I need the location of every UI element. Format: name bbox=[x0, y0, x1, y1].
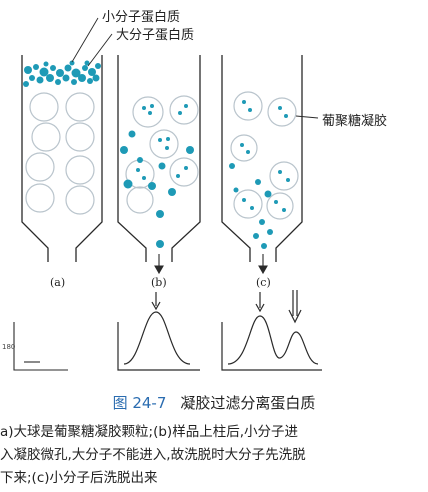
gel-beads-a bbox=[25, 92, 95, 215]
gel-label: 葡聚糖凝胶 bbox=[322, 114, 388, 129]
caption-line-3: 下来;(c)小分子后洗脱出来 bbox=[0, 470, 158, 486]
figure-title: 凝胶过滤分离蛋白质 bbox=[180, 394, 316, 412]
axis-number: 180 bbox=[2, 343, 16, 351]
panel-label-a: (a) bbox=[50, 276, 66, 289]
large-protein-label: 大分子蛋白质 bbox=[116, 28, 195, 43]
column-c bbox=[221, 55, 303, 262]
panel-label-c: (c) bbox=[256, 276, 271, 289]
protein-mix-b bbox=[120, 104, 194, 248]
panel-label-b: (b) bbox=[151, 276, 167, 289]
caption-line-1: a)大球是葡聚糖凝胶颗粒;(b)样品上柱后,小分子进 bbox=[0, 424, 298, 440]
protein-mix-a bbox=[23, 60, 101, 87]
column-a bbox=[21, 55, 103, 262]
small-protein-label: 小分子蛋白质 bbox=[102, 10, 181, 25]
elution-plot-a bbox=[13, 322, 68, 371]
elution-plot-b bbox=[117, 292, 200, 371]
gel-beads-c bbox=[230, 91, 299, 220]
elution-plot-c bbox=[221, 290, 322, 371]
figure-caption-title: 图 24-7 凝胶过滤分离蛋白质 bbox=[0, 392, 428, 413]
figure-number: 图 24-7 bbox=[112, 394, 167, 412]
gel-beads-b bbox=[125, 95, 199, 214]
gel-filtration-diagram bbox=[13, 17, 322, 371]
caption-line-2: 入凝胶微孔,大分子不能进入,故洗脱时大分子先洗脱 bbox=[0, 447, 306, 463]
column-b bbox=[117, 55, 201, 262]
protein-mix-c bbox=[229, 100, 290, 249]
